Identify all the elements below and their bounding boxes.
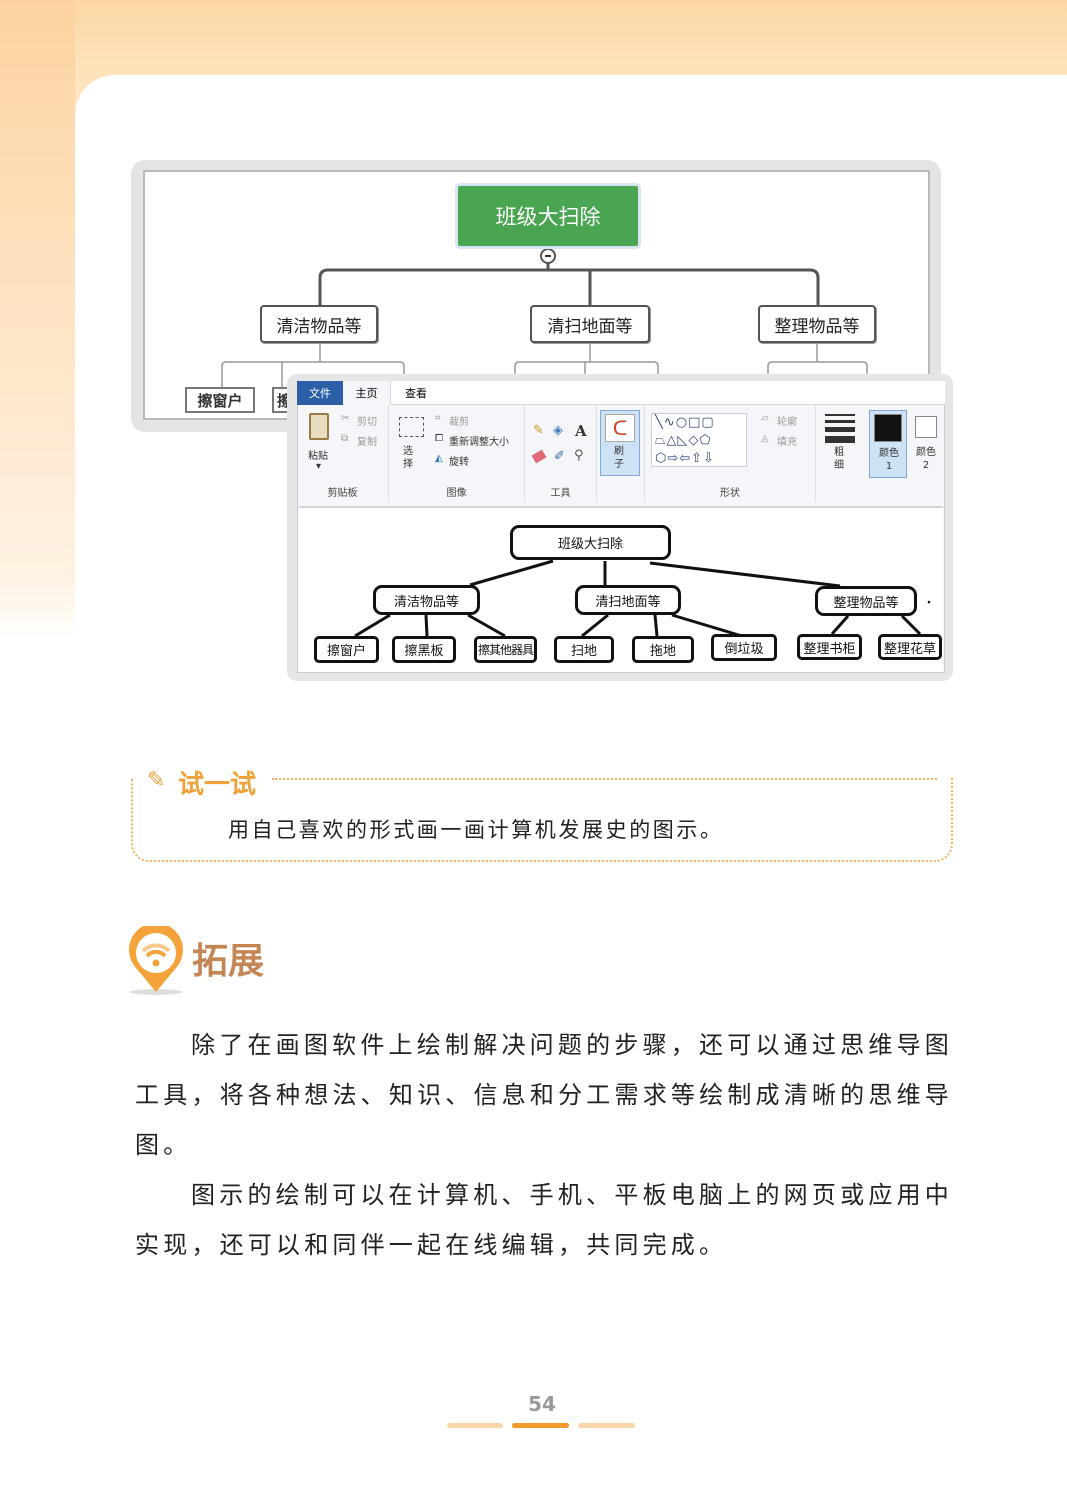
tools-group: ✎ ◈ A ✐ ⚲ 工具 (525, 405, 597, 502)
size-label: 粗细 (834, 447, 844, 471)
try-box (131, 778, 953, 862)
fill-icon: ◬ (761, 433, 769, 444)
copy-icon: ⧉ (341, 433, 349, 444)
text-tool-icon[interactable]: A (575, 422, 587, 440)
resize-icon: ⧠ (435, 433, 443, 444)
footer-bar (578, 1423, 635, 1428)
crop-icon: ⌗ (435, 413, 441, 424)
shapes-group-label: 形状 (720, 488, 740, 499)
brush-label: 刷子 (614, 446, 624, 470)
resize-button[interactable]: 重新调整大小 (449, 437, 509, 448)
outline-button[interactable]: 轮廓 (777, 417, 797, 428)
paint-grandchild-node: 拖地 (632, 636, 694, 663)
color-picker-icon[interactable]: ✐ (554, 449, 565, 464)
page-background-left (0, 0, 75, 640)
mindmap-child-node[interactable]: 清洁物品等 (260, 305, 378, 343)
paint-grandchild-node: 整理花草 (878, 634, 942, 660)
tab-home[interactable]: 主页 (343, 381, 391, 405)
paint-grandchild-node: 整理书柜 (797, 634, 862, 660)
brush-icon: ᑕ (605, 414, 635, 442)
pencil-icon: ✎ (147, 768, 166, 793)
paint-grandchild-node: 倒垃圾 (711, 634, 777, 661)
footer-bar (447, 1423, 503, 1428)
clipboard-group: 粘贴 ▾ ✂ 剪切 ⧉ 复制 剪贴板 (297, 405, 389, 502)
paint-grandchild-node: 扫地 (554, 636, 614, 663)
pencil-icon[interactable]: ✎ (533, 423, 544, 438)
try-text: 用自己喜欢的形式画一画计算机发展史的图示。 (228, 818, 724, 842)
paint-child-node: 清扫地面等 (575, 585, 681, 615)
fill-button[interactable]: 填充 (777, 437, 797, 448)
paste-icon (309, 413, 329, 440)
color2-swatch (915, 416, 937, 438)
try-title: 试一试 (178, 770, 257, 800)
clipboard-group-label: 剪贴板 (327, 488, 358, 499)
magnifier-icon[interactable]: ⚲ (574, 448, 584, 463)
rotate-button[interactable]: 旋转 (449, 457, 469, 468)
paint-grandchild-node: 擦窗户 (314, 636, 379, 663)
outline-icon: ▱ (761, 413, 769, 424)
paint-grandchild-node: 擦黑板 (392, 636, 456, 663)
color2-label: 颜色 2 (916, 447, 936, 471)
image-group: 选择 ⌗ 裁剪 ⧠ 重新调整大小 ◭ 旋转 图像 (389, 405, 525, 502)
color1-swatch (874, 414, 902, 442)
extension-paragraph: 图示的绘制可以在计算机、手机、平板电脑上的网页或应用中实现，还可以和同伴一起在线… (135, 1181, 953, 1259)
fill-bucket-icon[interactable]: ◈ (553, 423, 563, 438)
tab-file[interactable]: 文件 (297, 381, 343, 405)
select-button[interactable]: 选择 (403, 446, 413, 470)
copy-button[interactable]: 复制 (357, 437, 377, 448)
extension-title: 拓展 (192, 941, 265, 982)
tab-view[interactable]: 查看 (405, 387, 427, 400)
shape-icons: ╲∿○□▢⏢△◺◇⬠⬡⇨⇦⇧⇩ (655, 415, 715, 466)
brush-button[interactable]: ᑕ 刷子 (600, 410, 640, 476)
size-button[interactable]: 粗细 (825, 412, 855, 482)
scissors-icon: ✂ (341, 413, 350, 424)
mindmap-root-node[interactable]: 班级大扫除 (455, 183, 641, 249)
paint-grandchild-node: 擦其他器具 (474, 636, 537, 663)
paint-root-node: 班级大扫除 (510, 525, 671, 560)
paint-ribbon-tabs: 文件 主页 查看 (297, 381, 945, 405)
color2-button[interactable]: 颜色 2 (910, 410, 945, 478)
mindmap-connectors (221, 248, 868, 387)
crop-button[interactable]: 裁剪 (449, 417, 469, 428)
extension-paragraph: 除了在画图软件上绘制解决问题的步骤，还可以通过思维导图工具，将各种想法、知识、信… (135, 1031, 953, 1159)
paint-connectors (354, 559, 931, 638)
shapes-group: ╲∿○□▢⏢△◺◇⬠⬡⇨⇦⇧⇩ ▱ 轮廓 ◬ 填充 形状 (644, 405, 816, 502)
paste-button[interactable]: 粘贴 (308, 451, 328, 462)
paint-child-node: 清洁物品等 (373, 585, 480, 615)
footer-bar-active (512, 1423, 569, 1428)
cut-button[interactable]: 剪切 (357, 417, 377, 428)
tools-group-label: 工具 (550, 488, 571, 499)
shapes-gallery[interactable]: ╲∿○□▢⏢△◺◇⬠⬡⇨⇦⇧⇩ (651, 413, 747, 467)
mindmap-grandchild-node[interactable]: 擦窗户 (185, 387, 255, 413)
mindmap-child-node[interactable]: 清扫地面等 (530, 305, 650, 343)
image-group-label: 图像 (446, 488, 467, 499)
page-number: 54 (528, 1392, 556, 1416)
location-wifi-icon (129, 926, 183, 995)
color1-button[interactable]: 颜色 1 (869, 410, 907, 478)
rotate-icon: ◭ (435, 453, 443, 464)
mindmap-child-node[interactable]: 整理物品等 (758, 305, 876, 343)
select-icon (399, 417, 424, 437)
try-box-top-border (272, 778, 937, 780)
color1-label: 颜色 1 (879, 448, 899, 472)
paint-child-node: 整理物品等 (815, 586, 917, 616)
